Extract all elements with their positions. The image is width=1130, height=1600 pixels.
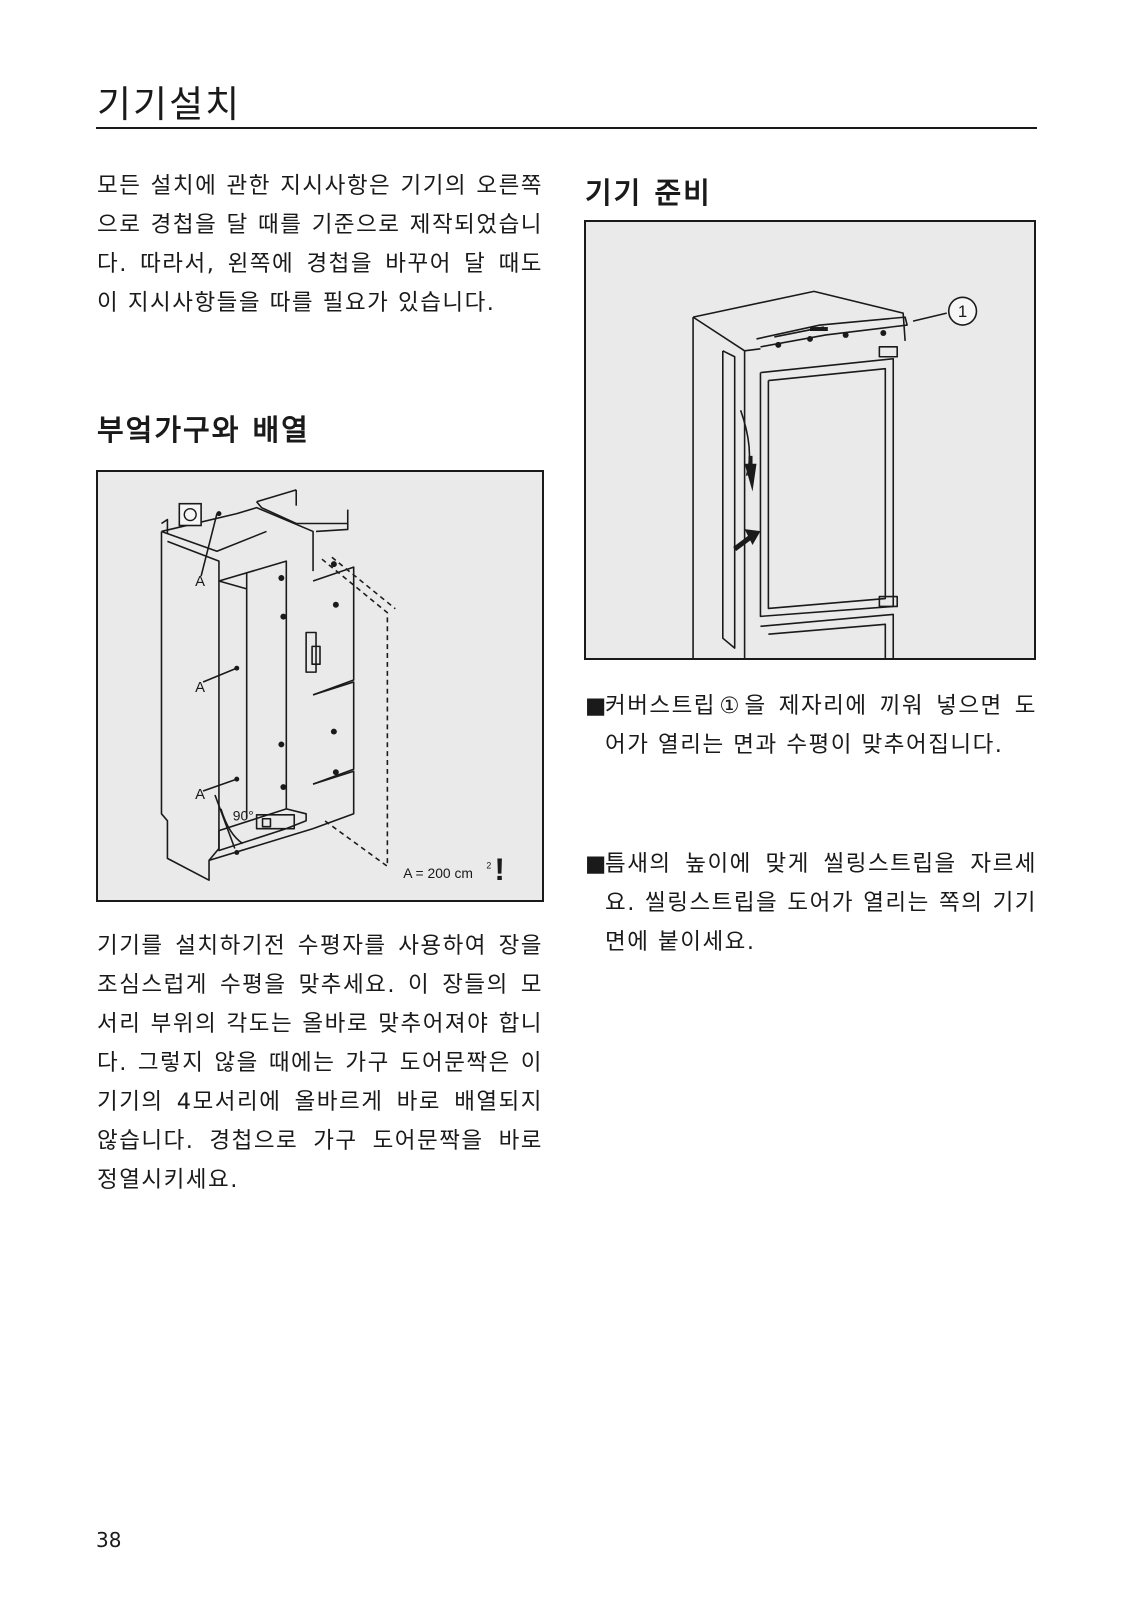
label-a-bottom: A [195,787,205,803]
area-exponent: 2 [486,860,491,870]
bullet-square-icon: ■ [585,851,608,877]
warning-mark: ! [494,851,505,887]
section-heading-prep: 기기 준비 [585,176,712,210]
instruction-text-2: 틈새의 높이에 맞게 씰링스트립을 자르세요. 씰링스트립을 도어가 열리는 쪽… [605,851,1037,955]
arrow-right-icon [733,529,761,551]
area-label: A = 200 cm [403,865,473,881]
appliance-prep-figure: 1 [584,220,1036,660]
section-heading-cabinet: 부엌가구와 배열 [97,413,310,447]
arrow-down-icon [739,410,757,492]
instruction-item-2: ■ 틈새의 높이에 맞게 씰링스트립을 자르세요. 씰링스트립을 도어가 열리는… [585,845,1037,962]
callout-number: 1 [958,302,967,321]
instruction-text-1: 커버스트립①을 제자리에 끼워 넣으면 도어가 열리는 면과 수평이 맞추어집니… [605,693,1037,758]
appliance-illustration: 1 [692,290,978,658]
label-a-middle: A [195,680,205,696]
page-title: 기기설치 [97,83,242,126]
cabinet-illustration: A A A 90° A = 200 cm 2 ! [160,489,505,887]
intro-paragraph: 모든 설치에 관한 지시사항은 기기의 오른쪽으로 경첩을 달 때를 기준으로 … [97,173,543,316]
instruction-item-1: ■ 커버스트립①을 제자리에 끼워 넣으면 도어가 열리는 면과 수평이 맞추어… [585,687,1037,765]
title-divider [96,127,1037,129]
page-number: 38 [96,1528,122,1552]
bullet-square-icon: ■ [585,693,608,719]
cabinet-alignment-figure: A A A 90° A = 200 cm 2 ! [96,470,544,902]
angle-label: 90° [233,808,254,824]
body-paragraph: 기기를 설치하기전 수평자를 사용하여 장을 조심스럽게 수평을 맞추세요. 이… [97,933,543,1193]
wall-socket-icon [178,502,202,527]
label-a-top: A [195,574,205,590]
callout-1-icon: 1 [947,296,978,326]
